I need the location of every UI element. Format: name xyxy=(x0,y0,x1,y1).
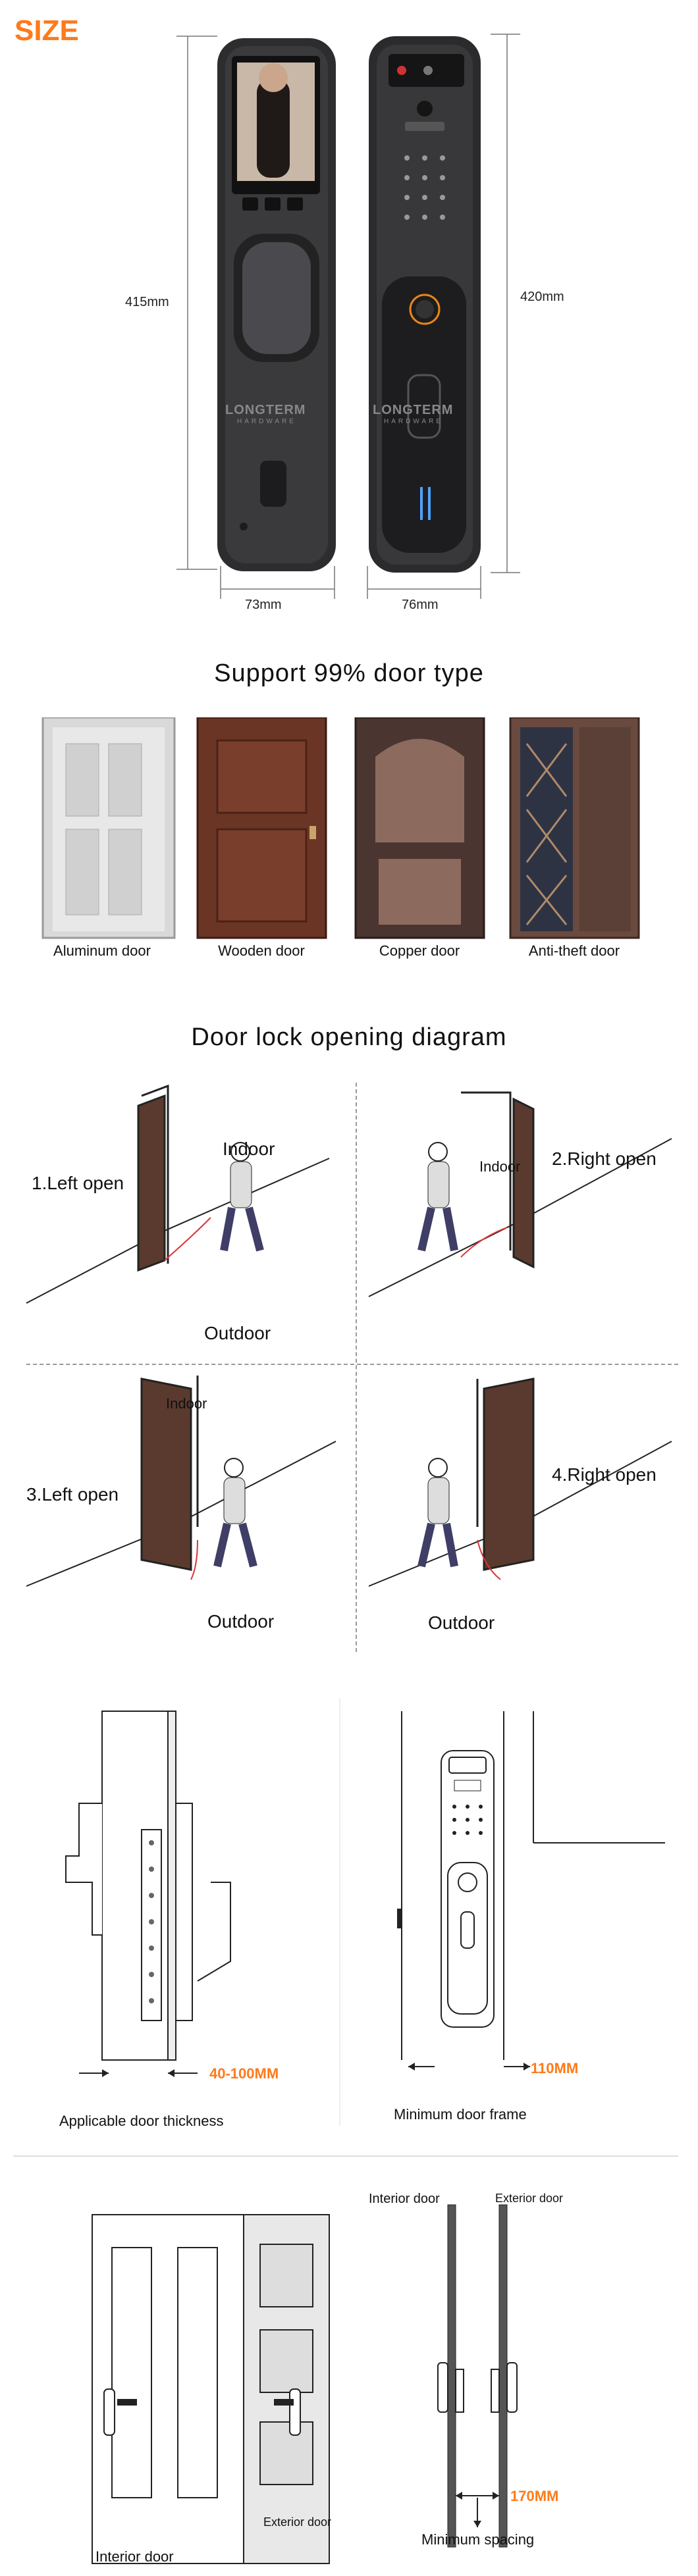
height-right-label: 420mm xyxy=(520,290,564,304)
width-left-label: 73mm xyxy=(245,598,282,612)
brand-sub-left: HARDWARE xyxy=(237,418,296,425)
thickness-caption: Applicable door thickness xyxy=(59,2113,224,2129)
spacing-caption: Minimum spacing xyxy=(421,2531,535,2548)
door-types-illustration xyxy=(41,717,640,939)
spacing-interior-bottom: Interior door xyxy=(95,2548,174,2565)
door-label-aluminum: Aluminum door xyxy=(53,942,151,959)
lock-dimension-illustration xyxy=(176,34,520,599)
height-left-label: 415mm xyxy=(125,295,169,309)
frame-value: 110MM xyxy=(531,2060,579,2076)
q4-outdoor: Outdoor xyxy=(428,1612,495,1633)
opening-section: Door lock opening diagram xyxy=(0,1000,698,1659)
q1-label: 1.Left open xyxy=(32,1173,124,1193)
width-right-label: 76mm xyxy=(402,598,439,612)
q3-outdoor: Outdoor xyxy=(207,1611,275,1632)
brand-right: LONGTERM xyxy=(373,403,454,417)
q3-indoor: Indoor xyxy=(166,1395,207,1412)
spacing-exterior-top: Exterior door xyxy=(495,2192,564,2205)
q1-outdoor: Outdoor xyxy=(204,1323,271,1343)
door-types-title: Support 99% door type xyxy=(214,659,484,687)
brand-left: LONGTERM xyxy=(225,403,306,417)
spacing-exterior-mid: Exterior door xyxy=(263,2515,332,2529)
spacing-interior-top: Interior door xyxy=(369,2192,440,2206)
q2-indoor: Indoor xyxy=(479,1158,521,1175)
spacing-section: Interior door Exterior door Exterior doo… xyxy=(0,2165,698,2576)
spacing-illustration xyxy=(92,2204,518,2564)
q3-label: 3.Left open xyxy=(26,1484,119,1505)
spacing-value: 170MM xyxy=(510,2488,559,2504)
thickness-divider xyxy=(339,1698,340,2126)
brand-sub-right: HARDWARE xyxy=(384,418,443,425)
q4-label: 4.Right open xyxy=(552,1464,657,1485)
section-rule xyxy=(13,2155,678,2157)
thickness-illustration xyxy=(65,1711,665,2077)
thickness-section: 40-100MM Applicable door thickness 110MM… xyxy=(0,1685,698,2139)
door-label-wooden: Wooden door xyxy=(218,942,305,959)
size-section: SIZE xyxy=(0,0,698,632)
door-types-section: Support 99% door type Aluminum door Wood… xyxy=(0,632,698,1000)
divider-vertical xyxy=(356,1083,357,1652)
opening-title: Door lock opening diagram xyxy=(191,1023,507,1051)
door-label-anti-theft: Anti-theft door xyxy=(528,942,620,959)
door-label-copper: Copper door xyxy=(379,942,460,959)
q1-indoor: Indoor xyxy=(223,1139,275,1159)
opening-illustrations xyxy=(26,1084,672,1587)
divider-horizontal xyxy=(26,1364,678,1365)
frame-caption: Minimum door frame xyxy=(394,2106,527,2123)
thickness-range: 40-100MM xyxy=(209,2065,279,2082)
q2-label: 2.Right open xyxy=(552,1148,657,1169)
size-title: SIZE xyxy=(14,14,79,47)
